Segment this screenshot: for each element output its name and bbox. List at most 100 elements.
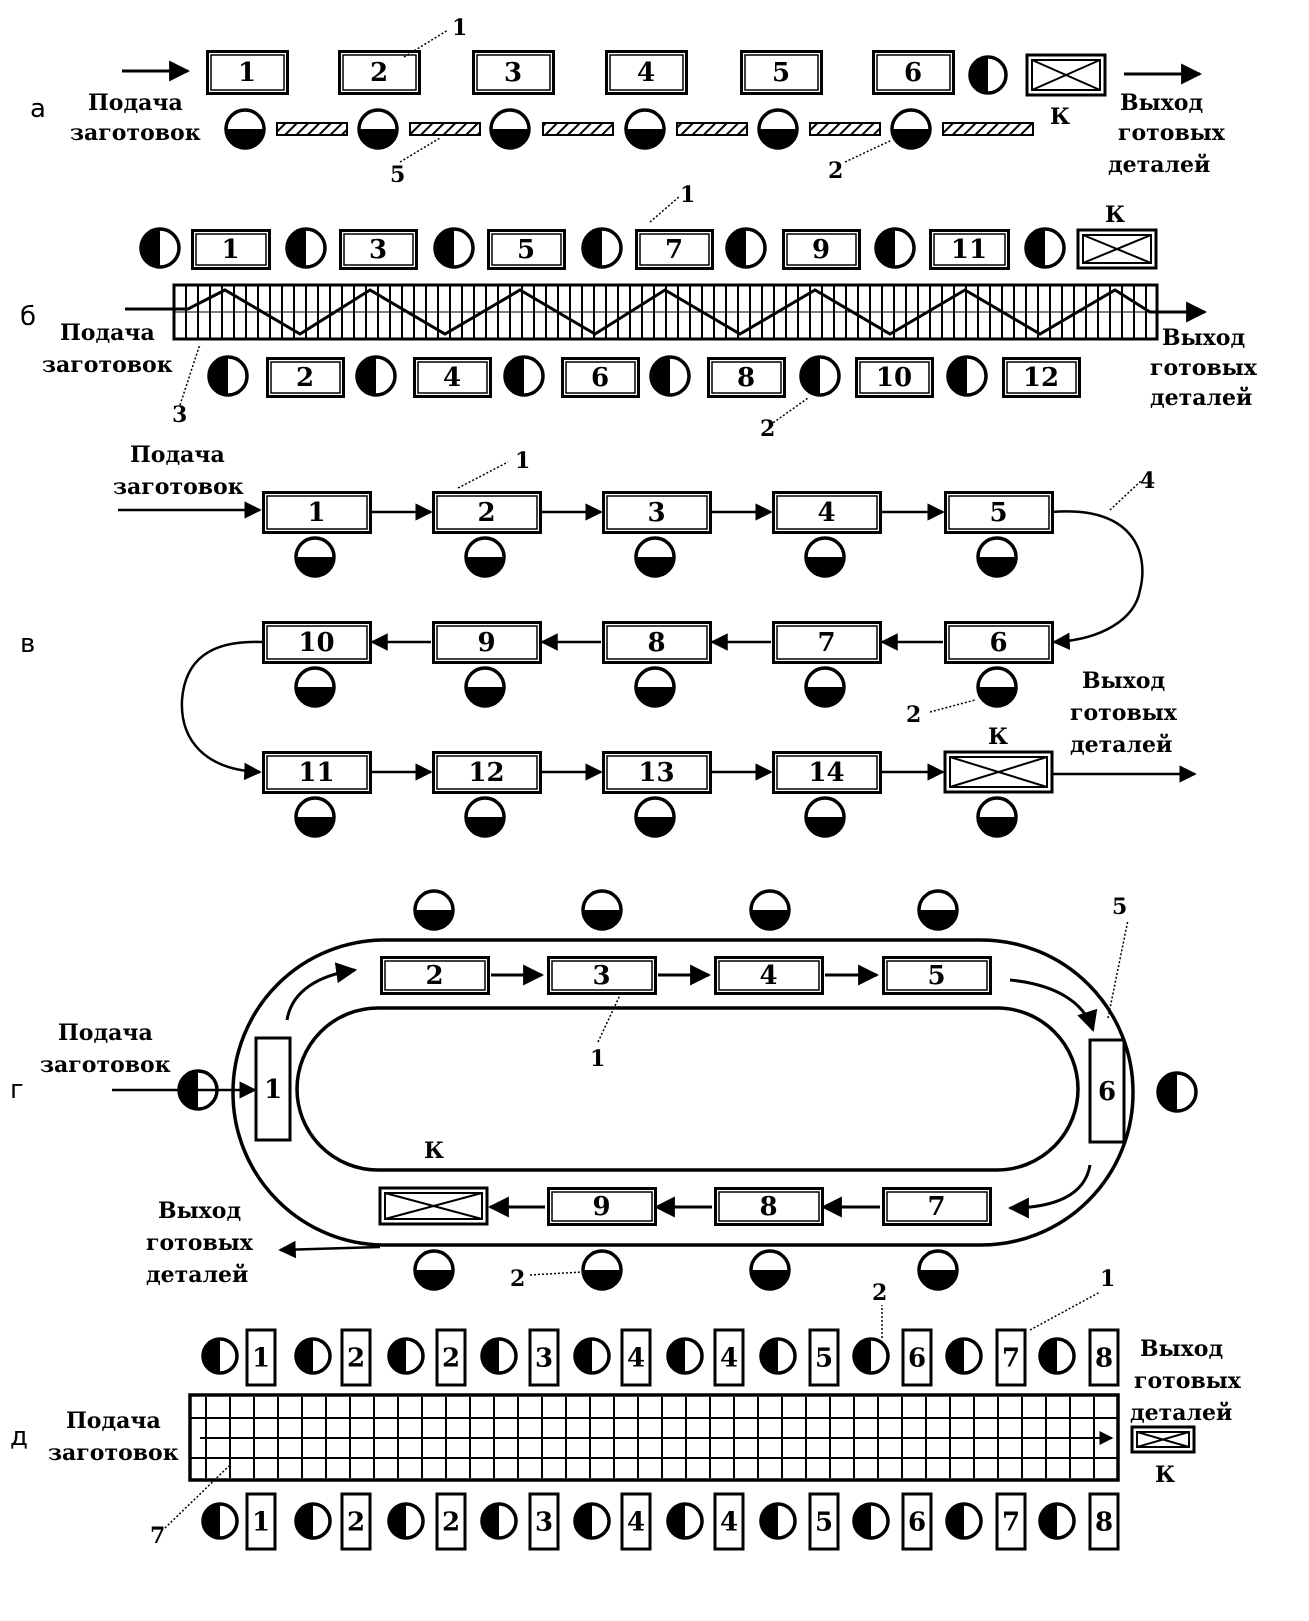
station-inner-frame [417, 361, 488, 394]
station-number: 1 [221, 235, 239, 265]
station-frame [808, 1492, 840, 1551]
station-box: 1 [245, 1328, 277, 1387]
worker-fill [876, 229, 895, 267]
worker-symbol [666, 1502, 704, 1540]
control-inner-frame [1031, 59, 1101, 91]
station-number: 4 [627, 1344, 645, 1374]
worker-symbol [581, 227, 623, 269]
station-box: 4 [713, 1328, 745, 1387]
station-inner-frame [876, 54, 951, 91]
station-inner-frame [195, 233, 267, 266]
worker-fill [636, 687, 674, 706]
worker-fill [626, 129, 664, 148]
worker-fill [287, 229, 306, 267]
station-number: 3 [592, 961, 610, 991]
worker-fill [806, 817, 844, 836]
worker-fill [575, 1339, 592, 1373]
station-frame [740, 50, 823, 95]
station-inner-frame [744, 54, 819, 91]
input-label-line2: заготовок [70, 120, 201, 146]
worker-symbol [946, 355, 988, 397]
output-label-line2: готовых [1150, 355, 1258, 381]
station-frame [487, 229, 566, 270]
station-frame [602, 491, 712, 534]
station-number: 2 [347, 1344, 365, 1374]
conveyor-direction-curve [1007, 1164, 1092, 1219]
worker-symbol [294, 666, 336, 708]
worker-symbol [799, 355, 841, 397]
section-letter-g: г [10, 1075, 24, 1105]
worker-fill [491, 129, 529, 148]
station-box: 3 [472, 50, 555, 95]
control-station-box [1025, 53, 1107, 97]
conveyor-segment [676, 122, 748, 136]
worker-fill [1158, 1073, 1177, 1111]
worker-symbol [480, 1502, 518, 1540]
control-label: К [988, 724, 1008, 750]
station-number: 3 [504, 58, 522, 88]
station-number: 5 [815, 1344, 833, 1374]
worker-symbol [804, 796, 846, 838]
callout-label: 2 [828, 158, 843, 184]
callout-leader [1029, 1291, 1101, 1331]
worker-symbol [852, 1502, 890, 1540]
worker-fill [978, 687, 1016, 706]
worker-fill [466, 687, 504, 706]
input-label-line2: заготовок [40, 1052, 171, 1078]
worker-fill [203, 1504, 220, 1538]
worker-fill [435, 229, 454, 267]
callout-label: 1 [452, 15, 467, 41]
station-number: 6 [908, 1508, 926, 1538]
station-box: 3 [602, 491, 712, 534]
conveyor-direction-curve [285, 962, 358, 1021]
station-number: 2 [425, 961, 443, 991]
closed-conveyor-outer [231, 938, 1135, 1247]
station-inner-frame [266, 755, 368, 790]
worker-fill [296, 557, 334, 576]
station-number: 2 [347, 1508, 365, 1538]
station-frame [245, 1492, 277, 1551]
worker-symbol [624, 108, 666, 150]
station-frame [547, 956, 657, 995]
input-label-line1: Подача [58, 1020, 153, 1046]
station-number: 7 [1002, 1508, 1020, 1538]
station-number: 1 [252, 1344, 270, 1374]
station-number: 10 [876, 363, 912, 393]
callout-label: 3 [172, 402, 187, 428]
worker-fill [296, 1504, 313, 1538]
station-box: 7 [772, 621, 882, 664]
worker-fill [296, 1339, 313, 1373]
section-letter-v: в [20, 629, 35, 659]
station-number: 8 [737, 363, 755, 393]
control-station-box [1130, 1425, 1196, 1454]
station-box: 12 [432, 751, 542, 794]
station-box: 13 [602, 751, 712, 794]
station-box: 3 [528, 1492, 560, 1551]
worker-fill [751, 1270, 789, 1289]
worker-symbol [749, 889, 791, 931]
worker-fill [296, 687, 334, 706]
callout-label: 2 [872, 1280, 887, 1306]
worker-symbol [759, 1337, 797, 1375]
station-frame [1088, 1328, 1120, 1387]
station-box: 5 [944, 491, 1054, 534]
output-label-line2: готовых [146, 1230, 254, 1256]
worker-symbol [387, 1337, 425, 1375]
worker-symbol [725, 227, 767, 269]
station-frame [435, 1492, 467, 1551]
worker-fill [505, 357, 524, 395]
station-number: 11 [951, 235, 987, 265]
output-label-line1: Выход [1162, 325, 1245, 351]
station-box: 5 [808, 1328, 840, 1387]
station-box: 9 [782, 229, 861, 270]
station-number: 2 [370, 58, 388, 88]
station-box: 6 [1088, 1038, 1126, 1144]
output-label-line1: Выход [1082, 668, 1165, 694]
worker-symbol [413, 1249, 455, 1291]
worker-fill [466, 817, 504, 836]
station-number: 3 [369, 235, 387, 265]
station-number: 6 [1098, 1077, 1116, 1107]
station-number: 8 [1095, 1508, 1113, 1538]
worker-fill [575, 1504, 592, 1538]
